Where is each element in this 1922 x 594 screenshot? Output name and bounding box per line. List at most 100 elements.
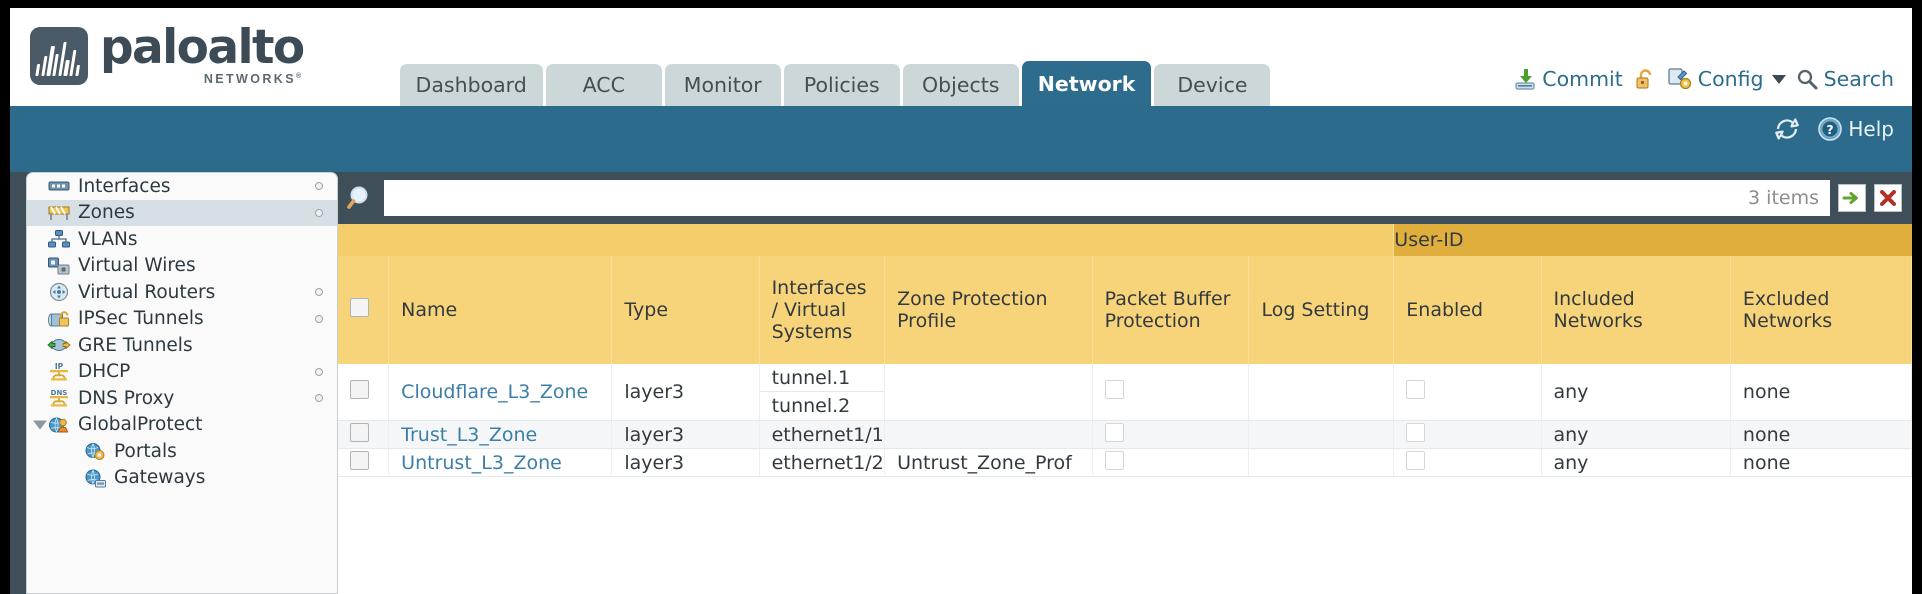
help-button[interactable]: ? Help [1817, 116, 1894, 142]
zones-icon [47, 203, 71, 223]
column-header-zone-protection-profile[interactable]: Zone Protection Profile [884, 256, 1093, 364]
sidebar-status-dot [315, 314, 323, 323]
sidebar-item-ipsec-tunnels[interactable]: IPSec Tunnels [27, 306, 337, 333]
table-column-header-row: Name Type Interfaces / Virtual Systems Z… [338, 256, 1912, 364]
zones-table-container: User-ID Name Type Interfaces / Virtual S… [338, 224, 1912, 594]
tab-objects[interactable]: Objects [902, 64, 1019, 106]
tab-monitor[interactable]: Monitor [664, 64, 781, 106]
apply-filter-button[interactable] [1838, 184, 1866, 212]
tab-policies[interactable]: Policies [783, 64, 900, 106]
column-header-type[interactable]: Type [611, 256, 760, 364]
commit-button[interactable]: Commit [1513, 67, 1623, 91]
lock-icon[interactable] [1632, 66, 1658, 92]
cell-zone-protection-profile [884, 364, 1093, 421]
top-header-bar: paloalto NETWORKS® Dashboard ACC Monitor… [10, 8, 1912, 106]
userid-enabled-checkbox[interactable] [1406, 450, 1426, 470]
help-label: Help [1848, 117, 1894, 141]
sidebar-item-gateways[interactable]: Gateways [27, 465, 337, 492]
filter-input[interactable]: 3 items [384, 180, 1830, 216]
column-header-name[interactable]: Name [388, 256, 613, 364]
gre-tunnels-icon [47, 335, 71, 355]
chevron-down-icon[interactable] [1771, 74, 1786, 84]
gateways-icon [83, 468, 107, 488]
cell-zone-protection-profile [884, 420, 1093, 449]
tab-device[interactable]: Device [1154, 64, 1271, 106]
row-checkbox[interactable] [350, 422, 369, 442]
sidebar-item-label: Portals [114, 440, 177, 462]
zone-name-link[interactable]: Untrust_L3_Zone [401, 451, 562, 474]
sidebar-item-vlans[interactable]: VLANs [27, 226, 337, 253]
sidebar-item-label: Zones [78, 202, 135, 224]
column-header-packet-buffer-protection[interactable]: Packet Buffer Protection [1092, 256, 1250, 364]
cell-interfaces: ethernet1/1 [759, 420, 886, 449]
main-nav-tabs: Dashboard ACC Monitor Policies Objects N… [399, 61, 1271, 106]
column-header-log-setting[interactable]: Log Setting [1248, 256, 1395, 364]
row-checkbox[interactable] [350, 380, 369, 399]
item-count-label: 3 items [1748, 187, 1819, 209]
column-header-included-networks[interactable]: Included Networks [1541, 256, 1731, 364]
dns-proxy-icon: DNS [47, 388, 71, 408]
sidebar-item-zones[interactable]: Zones [27, 199, 337, 226]
userid-enabled-checkbox[interactable] [1406, 422, 1426, 442]
packet-buffer-protection-checkbox[interactable] [1104, 450, 1124, 470]
clear-filter-button[interactable] [1874, 184, 1902, 212]
table-row[interactable]: Untrust_L3_Zone layer3 ethernet1/2 Untru… [338, 448, 1912, 477]
row-select-cell [338, 364, 390, 421]
cell-interfaces: tunnel.1 tunnel.2 [759, 364, 886, 421]
packet-buffer-protection-checkbox[interactable] [1104, 380, 1124, 399]
cell-userid-enabled [1393, 364, 1542, 421]
sidebar-item-virtual-wires[interactable]: Virtual Wires [27, 253, 337, 280]
table-group-header-row: User-ID [338, 224, 1912, 256]
search-icon [1795, 67, 1819, 91]
blue-sub-header: ? Help [10, 106, 1912, 172]
commit-save-icon [1513, 67, 1537, 91]
column-header-excluded-networks[interactable]: Excluded Networks [1730, 256, 1912, 364]
sidebar-item-label: GRE Tunnels [78, 334, 193, 356]
search-button[interactable]: Search [1795, 67, 1894, 91]
zones-table-body: Cloudflare_L3_Zone layer3 tunnel.1 tunne… [338, 364, 1912, 477]
row-select-cell [338, 420, 390, 449]
zone-name-link[interactable]: Cloudflare_L3_Zone [401, 381, 589, 403]
sidebar-item-gre-tunnels[interactable]: GRE Tunnels [27, 332, 337, 359]
sidebar-status-dot [315, 288, 323, 297]
cell-name: Untrust_L3_Zone [388, 448, 613, 477]
cell-log-setting [1248, 364, 1395, 421]
sidebar-item-portals[interactable]: Portals [27, 438, 337, 465]
brand-subtitle-text: NETWORKS [203, 72, 296, 86]
sidebar-item-virtual-routers[interactable]: Virtual Routers [27, 279, 337, 306]
expander-triangle-icon[interactable] [33, 420, 47, 430]
column-header-enabled[interactable]: Enabled [1393, 256, 1542, 364]
select-all-checkbox[interactable] [350, 298, 369, 317]
cell-userid-enabled [1393, 420, 1542, 449]
refresh-icon[interactable] [1773, 116, 1801, 142]
sidebar-item-globalprotect[interactable]: GlobalProtect [27, 412, 337, 439]
filter-bar: 3 items [338, 172, 1912, 224]
tab-dashboard[interactable]: Dashboard [399, 64, 543, 106]
cell-excluded-networks: none [1730, 420, 1912, 449]
virtual-routers-icon [47, 282, 71, 302]
sidebar-item-dns-proxy[interactable]: DNS DNS Proxy [27, 385, 337, 412]
tab-acc[interactable]: ACC [545, 64, 662, 106]
group-header-blank [338, 224, 1395, 256]
dhcp-icon: IP [47, 362, 71, 382]
help-question-icon: ? [1817, 116, 1843, 142]
search-icon[interactable] [346, 184, 376, 212]
config-menu[interactable]: Config [1667, 66, 1786, 92]
cell-userid-enabled [1393, 448, 1542, 477]
sidebar-item-dhcp[interactable]: IP DHCP [27, 359, 337, 386]
tab-network[interactable]: Network [1021, 61, 1152, 106]
config-label: Config [1697, 67, 1764, 91]
userid-enabled-checkbox[interactable] [1406, 380, 1426, 399]
zone-name-link[interactable]: Trust_L3_Zone [401, 423, 538, 446]
packet-buffer-protection-checkbox[interactable] [1104, 422, 1124, 442]
table-row[interactable]: Trust_L3_Zone layer3 ethernet1/1 [338, 420, 1912, 449]
sidebar-item-interfaces[interactable]: Interfaces [27, 173, 337, 200]
brand-name: paloalto [100, 20, 305, 76]
column-header-interfaces[interactable]: Interfaces / Virtual Systems [759, 256, 886, 364]
select-all-header [338, 256, 390, 364]
cell-packet-buffer-protection [1092, 420, 1250, 449]
brand-subtitle: NETWORKS® [100, 72, 304, 86]
row-checkbox[interactable] [350, 450, 369, 470]
cell-type: layer3 [611, 364, 760, 421]
sidebar-item-label: IPSec Tunnels [78, 308, 204, 330]
